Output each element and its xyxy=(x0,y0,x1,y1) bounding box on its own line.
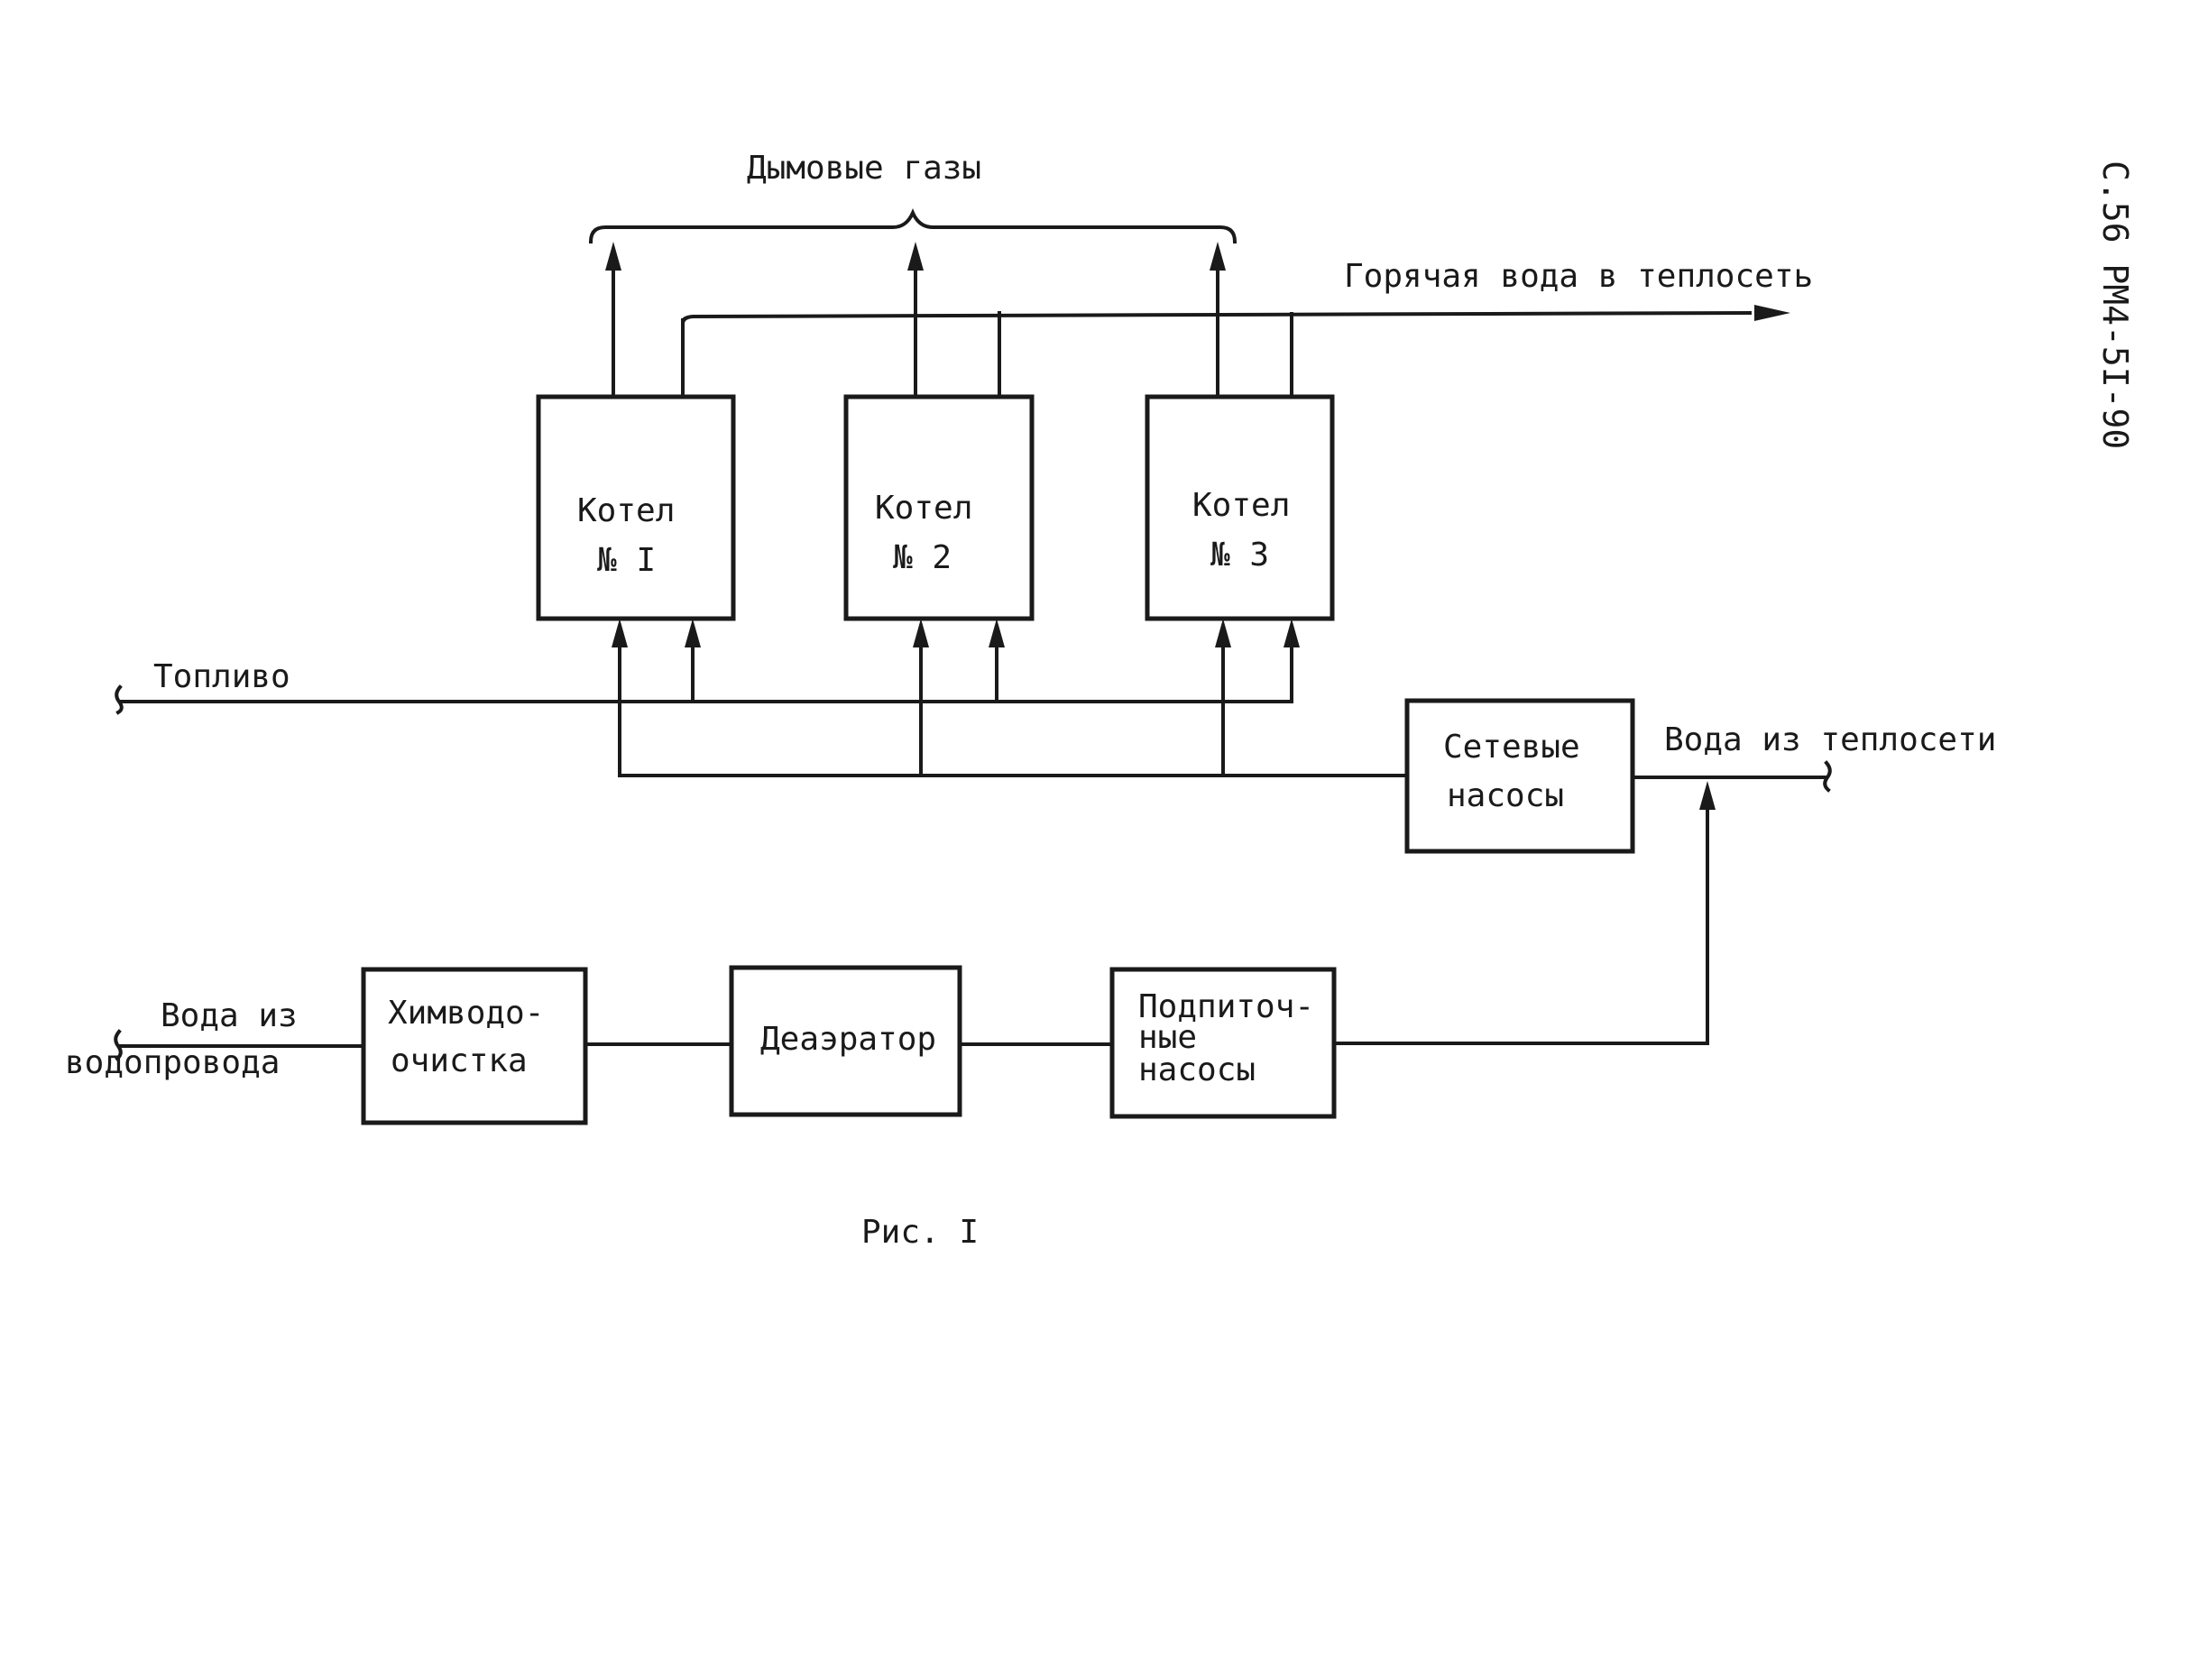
arrow-up-icon xyxy=(612,619,628,647)
boiler-1-label: Котел xyxy=(577,492,675,529)
network-pumps-line2: насосы xyxy=(1447,777,1564,814)
document-code: С.56 РМ4-5I-90 xyxy=(2095,161,2135,449)
boiler-3-label: Котел xyxy=(1192,487,1290,524)
boiler-3-number: № 3 xyxy=(1210,537,1269,574)
makeup-pumps-line3: насосы xyxy=(1138,1051,1256,1088)
boiler-1 xyxy=(536,394,736,621)
deaerator-label: Деаэратор xyxy=(760,1021,936,1058)
arrow-up-icon xyxy=(907,242,924,271)
arrow-up-icon xyxy=(1699,781,1716,810)
makeup-pumps-line1: Подпиточ- xyxy=(1138,988,1314,1025)
hot-water-label: Горячая вода в теплосеть xyxy=(1344,258,1813,295)
network-pumps xyxy=(1404,698,1635,854)
boiler-3 xyxy=(1145,394,1335,621)
arrow-right-icon xyxy=(1754,305,1790,321)
boiler-2-number: № 2 xyxy=(892,539,952,576)
boiler-1-number: № I xyxy=(596,542,656,579)
arrow-up-icon xyxy=(1284,619,1300,647)
makeup-pumps xyxy=(1109,967,1337,1119)
water-treatment xyxy=(361,967,588,1125)
fuel-label: Топливо xyxy=(153,658,290,695)
network-pumps-line1: Сетевые xyxy=(1443,729,1580,766)
figure-caption: Рис. I xyxy=(861,1214,979,1251)
water-treatment-line1: Химводо- xyxy=(388,995,544,1032)
arrow-up-icon xyxy=(605,242,621,271)
boiler-2-label: Котел xyxy=(875,490,972,527)
hot-water-header xyxy=(680,310,1753,325)
arrow-up-icon xyxy=(1210,242,1226,271)
arrow-up-icon xyxy=(989,619,1005,647)
flue-gas-label: Дымовые газы xyxy=(747,150,981,187)
flue-gas-brace xyxy=(588,208,1238,244)
return-line-break-icon xyxy=(1823,760,1832,793)
water-treatment-line2: очистка xyxy=(391,1042,528,1079)
arrow-up-icon xyxy=(1215,619,1231,647)
return-water-label: Вода из теплосети xyxy=(1664,721,1996,758)
arrow-up-icon xyxy=(913,619,929,647)
water-supply-label-1: Вода из xyxy=(161,997,298,1034)
makeup-pumps-line2: ные xyxy=(1138,1019,1197,1056)
deaerator xyxy=(729,965,962,1117)
boiler-2 xyxy=(843,394,1035,621)
arrow-up-icon xyxy=(685,619,701,647)
water-supply-label-2: водопровода xyxy=(65,1044,280,1081)
